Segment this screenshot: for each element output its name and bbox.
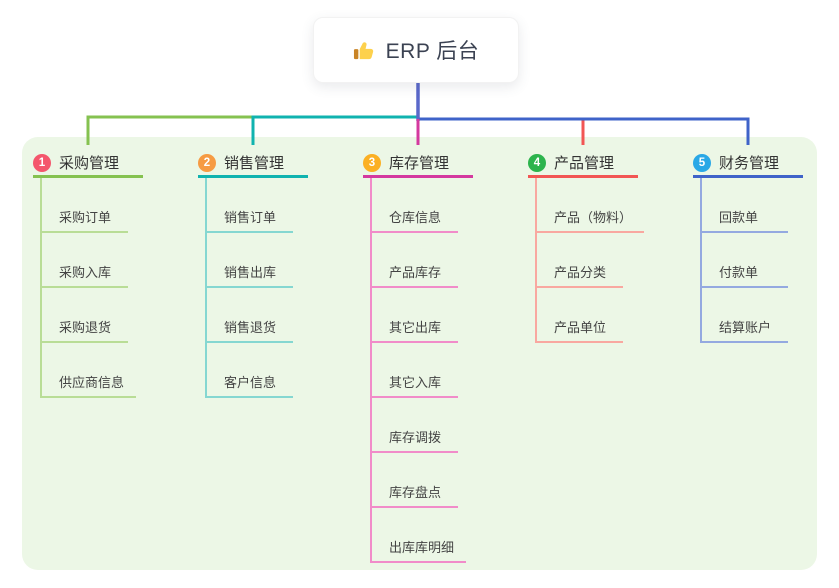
branch-children: 仓库信息 产品库存 其它出库 其它入库 库存调拨 库存盘点 出库库明细 xyxy=(370,178,523,563)
child-node[interactable]: 库存盘点 xyxy=(372,453,458,508)
thumbs-up-icon xyxy=(353,39,376,62)
branch-title[interactable]: 4 产品管理 xyxy=(528,150,638,178)
child-node[interactable]: 销售退货 xyxy=(207,288,293,343)
child-node[interactable]: 仓库信息 xyxy=(372,178,458,233)
branch-1: 1 采购管理 采购订单 采购入库 采购退货 供应商信息 xyxy=(33,150,193,398)
branch-4: 4 产品管理 产品（物料） 产品分类 产品单位 xyxy=(528,150,688,343)
child-node-label: 回款单 xyxy=(719,210,759,225)
child-node[interactable]: 其它入库 xyxy=(372,343,458,398)
branch-children: 回款单 付款单 结算账户 xyxy=(700,178,839,343)
child-node-label: 产品库存 xyxy=(389,265,442,280)
child-node-label: 付款单 xyxy=(719,265,759,280)
branch-children: 采购订单 采购入库 采购退货 供应商信息 xyxy=(40,178,193,398)
child-node[interactable]: 采购订单 xyxy=(42,178,128,233)
branch-title[interactable]: 1 采购管理 xyxy=(33,150,143,178)
branch-index-badge: 2 xyxy=(198,153,216,172)
child-node[interactable]: 采购入库 xyxy=(42,233,128,288)
child-node[interactable]: 付款单 xyxy=(702,233,788,288)
branch-label: 产品管理 xyxy=(554,155,615,172)
child-node[interactable]: 产品单位 xyxy=(537,288,623,343)
child-node[interactable]: 结算账户 xyxy=(702,288,788,343)
child-node[interactable]: 销售订单 xyxy=(207,178,293,233)
branch-children: 产品（物料） 产品分类 产品单位 xyxy=(535,178,688,343)
child-node-label: 采购订单 xyxy=(59,210,112,225)
child-node-label: 采购入库 xyxy=(59,265,112,280)
branch-5: 5 财务管理 回款单 付款单 结算账户 xyxy=(693,150,839,343)
child-node-label: 仓库信息 xyxy=(389,210,442,225)
branch-2: 2 销售管理 销售订单 销售出库 销售退货 客户信息 xyxy=(198,150,358,398)
child-node-label: 其它出库 xyxy=(389,320,442,335)
child-node-label: 采购退货 xyxy=(59,320,112,335)
branch-title[interactable]: 5 财务管理 xyxy=(693,150,803,178)
root-node[interactable]: ERP 后台 xyxy=(313,17,519,83)
branch-label: 销售管理 xyxy=(224,155,285,172)
child-node[interactable]: 产品库存 xyxy=(372,233,458,288)
branch-title[interactable]: 2 销售管理 xyxy=(198,150,308,178)
child-node-label: 销售订单 xyxy=(224,210,277,225)
child-node[interactable]: 库存调拨 xyxy=(372,398,458,453)
child-node[interactable]: 采购退货 xyxy=(42,288,128,343)
child-node[interactable]: 其它出库 xyxy=(372,288,458,343)
child-node-label: 库存调拨 xyxy=(389,430,442,445)
child-node-label: 产品单位 xyxy=(554,320,607,335)
child-node-label: 产品（物料） xyxy=(554,210,633,225)
child-node[interactable]: 销售出库 xyxy=(207,233,293,288)
child-node[interactable]: 产品分类 xyxy=(537,233,623,288)
child-node[interactable]: 回款单 xyxy=(702,178,788,233)
child-node-label: 库存盘点 xyxy=(389,485,442,500)
child-node[interactable]: 产品（物料） xyxy=(537,178,645,233)
branch-index-badge: 4 xyxy=(528,153,546,172)
branch-title[interactable]: 3 库存管理 xyxy=(363,150,473,178)
child-node-label: 销售出库 xyxy=(224,265,277,280)
branch-3: 3 库存管理 仓库信息 产品库存 其它出库 其它入库 库存调拨 库存盘点 出库库… xyxy=(363,150,523,563)
branch-label: 库存管理 xyxy=(389,155,450,172)
child-node-label: 产品分类 xyxy=(554,265,607,280)
child-node-label: 供应商信息 xyxy=(59,375,125,390)
branch-index-badge: 1 xyxy=(33,153,51,172)
child-node-label: 出库库明细 xyxy=(389,540,455,555)
child-node-label: 客户信息 xyxy=(224,375,277,390)
branch-label: 财务管理 xyxy=(719,155,780,172)
child-node-label: 其它入库 xyxy=(389,375,442,390)
branch-children: 销售订单 销售出库 销售退货 客户信息 xyxy=(205,178,358,398)
branch-index-badge: 5 xyxy=(693,153,711,172)
branch-label: 采购管理 xyxy=(59,155,120,172)
child-node-label: 销售退货 xyxy=(224,320,277,335)
branches-panel xyxy=(22,137,817,570)
branch-index-badge: 3 xyxy=(363,153,381,172)
root-label: ERP 后台 xyxy=(385,40,480,63)
child-node-label: 结算账户 xyxy=(719,320,772,335)
child-node[interactable]: 出库库明细 xyxy=(372,508,467,563)
child-node[interactable]: 供应商信息 xyxy=(42,343,137,398)
child-node[interactable]: 客户信息 xyxy=(207,343,293,398)
